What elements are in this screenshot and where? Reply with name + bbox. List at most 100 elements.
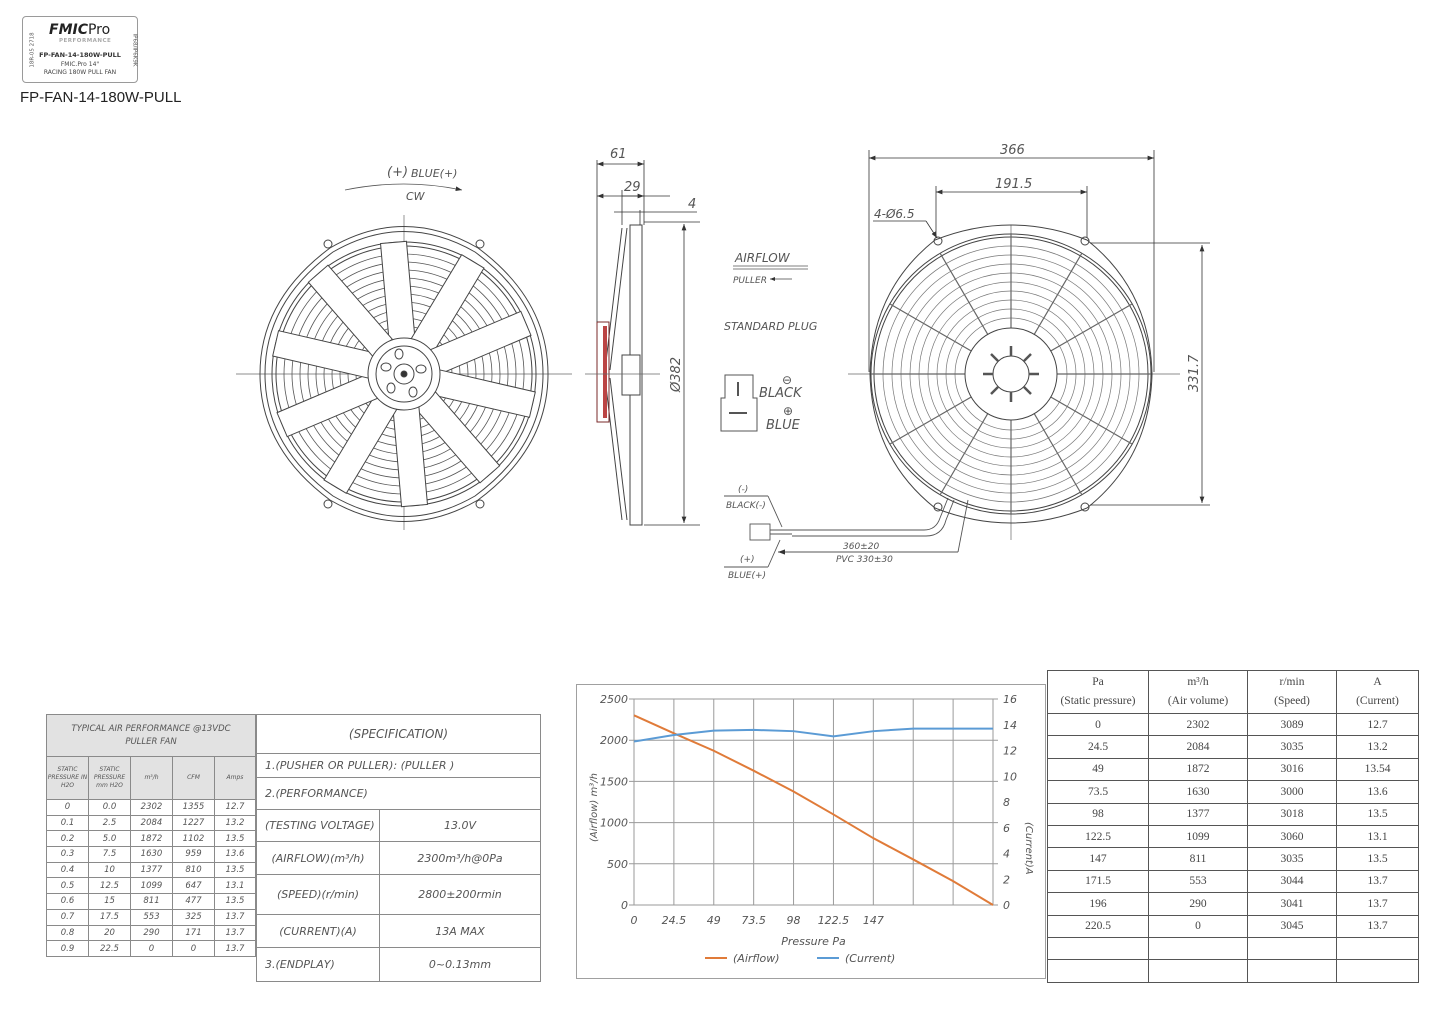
wire-length: 360±20 — [843, 542, 879, 552]
y-tick-label: 1000 — [600, 817, 628, 830]
table-cell: 13.7 — [1336, 892, 1419, 916]
table-cell — [1247, 959, 1337, 983]
spec-value: 13A MAX — [379, 914, 541, 948]
table-cell: 1630 — [1148, 780, 1248, 804]
col-header: m³/h — [130, 756, 173, 800]
y2-tick-label: 8 — [1003, 796, 1010, 809]
table-cell — [1336, 959, 1419, 983]
plug-connector-icon — [720, 374, 758, 432]
table-cell: 1099 — [1148, 824, 1248, 849]
table-cell — [1047, 936, 1149, 961]
brand-tagline: PERFORMANCE — [59, 38, 112, 44]
label-part-code: FP-FAN-14-180W-PULL — [39, 51, 121, 59]
front-wire-label: BLUE(+) — [411, 167, 457, 180]
label-description-line1: FMIC.Pro 14" — [60, 61, 100, 68]
table-cell: 3089 — [1247, 712, 1337, 737]
wire-neg-polarity: (-) — [738, 485, 748, 495]
plug-neg-label: BLACK — [759, 386, 803, 401]
y-axis-label: (Airflow) m³/h — [589, 773, 600, 842]
plug-title: STANDARD PLUG — [724, 320, 817, 333]
table-row — [1047, 959, 1419, 983]
y-tick-label: 0 — [621, 899, 628, 912]
dim-diameter: Ø382 — [669, 357, 684, 393]
spec-value: 0~0.13mm — [379, 947, 541, 982]
y-tick-label: 500 — [607, 858, 628, 871]
dim-depth-total: 61 — [610, 147, 627, 162]
y-tick-label: 2000 — [600, 734, 628, 747]
brand-logo: FMICPro — [49, 22, 111, 38]
legend-label: (Current) — [845, 952, 895, 965]
table-cell: 290 — [1148, 892, 1248, 916]
spec-label: (AIRFLOW)(m³/h) — [256, 841, 380, 875]
x-tick-label: 98 — [787, 914, 801, 927]
table-cell: 1377 — [1148, 802, 1248, 826]
x-tick-label: 73.5 — [741, 914, 766, 927]
table-cell — [1148, 959, 1248, 983]
y2-tick-label: 10 — [1003, 770, 1017, 783]
wire-neg-label: BLACK(-) — [726, 501, 766, 511]
table-cell: 3045 — [1247, 914, 1337, 938]
y2-tick-label: 2 — [1003, 873, 1010, 886]
series-line-current — [633, 727, 993, 743]
plug-pos-label: BLUE — [766, 418, 801, 433]
table-cell — [1336, 936, 1419, 961]
x-tick-label: 24.5 — [662, 914, 687, 927]
table-cell: 3060 — [1247, 824, 1337, 849]
table-cell: 220.5 — [1047, 914, 1149, 938]
y2-tick-label: 0 — [1003, 899, 1010, 912]
table-cell: 49 — [1047, 757, 1149, 782]
test-data-table: Pa(Static pressure) m³/h(Air volume) r/m… — [1047, 670, 1419, 983]
table-cell: 13.1 — [1336, 824, 1419, 849]
side-view — [585, 224, 660, 526]
model-title: FP-FAN-14-180W-PULL — [20, 89, 182, 106]
table-cell: 73.5 — [1047, 780, 1149, 804]
table-cell: 171.5 — [1047, 869, 1149, 894]
x-tick-label: 122.5 — [818, 914, 850, 927]
minus-icon: ⊖ — [782, 373, 792, 387]
col-header: STATIC PRESSURE mm H2O — [88, 756, 131, 800]
perf-table-title: TYPICAL AIR PERFORMANCE @13VDC PULLER FA… — [46, 714, 256, 757]
table-cell: 13.5 — [1336, 847, 1419, 871]
y2-tick-label: 12 — [1003, 745, 1017, 758]
table-cell — [1148, 936, 1248, 961]
table-cell — [1247, 936, 1337, 961]
col-header: CFM — [172, 756, 215, 800]
spec-label: (SPEED)(r/min) — [256, 874, 380, 915]
spec-fan-type: 1.(PUSHER OR PULLER): (PULLER ) — [256, 753, 541, 778]
table-cell: 196 — [1047, 892, 1149, 916]
table-cell: 553 — [1148, 869, 1248, 894]
airflow-title: AIRFLOW — [734, 251, 791, 265]
col-header: Amps — [214, 756, 256, 800]
table-cell: 13.5 — [1336, 802, 1419, 826]
table-cell: 147 — [1047, 847, 1149, 871]
col-header-pressure: Pa(Static pressure) — [1047, 670, 1149, 714]
x-axis-label: Pressure Pa — [781, 935, 846, 948]
wire-pos-label: BLUE(+) — [728, 571, 766, 581]
y2-tick-label: 14 — [1003, 719, 1017, 732]
table-cell: 122.5 — [1047, 824, 1149, 849]
y-tick-label: 2500 — [600, 693, 628, 706]
table-cell: 3035 — [1247, 735, 1337, 759]
x-tick-label: 49 — [707, 914, 721, 927]
dim-mount-holes: 4-Ø6.5 — [874, 207, 915, 221]
plus-icon: ⊕ — [783, 404, 793, 418]
table-cell: 811 — [1148, 847, 1248, 871]
wiring-harness — [724, 495, 969, 568]
engineering-drawing: (+) BLUE(+) CW 61 29 4 Ø382 AIRFLOW PULL… — [236, 143, 1210, 581]
x-tick-label: 147 — [863, 914, 884, 927]
table-cell: 98 — [1047, 802, 1149, 826]
airflow-direction: PULLER — [733, 276, 767, 286]
